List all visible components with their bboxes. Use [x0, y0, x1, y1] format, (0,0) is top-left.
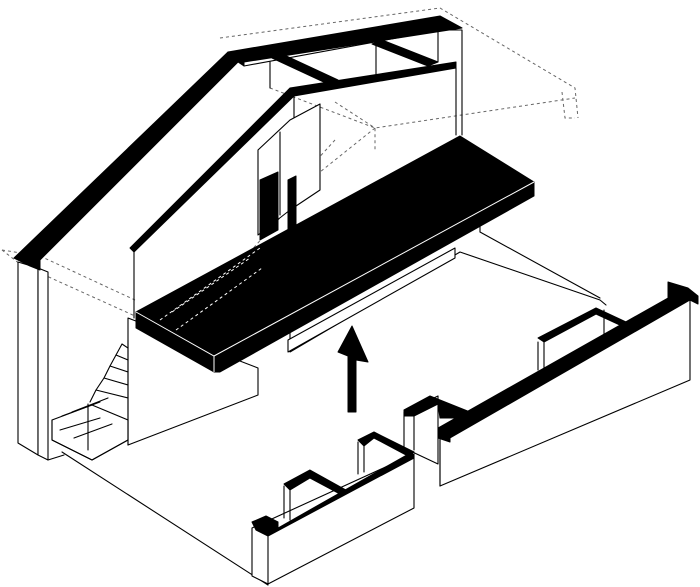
up-arrow	[337, 325, 369, 413]
staircase	[51, 339, 129, 461]
front-right-wall	[403, 281, 699, 487]
front-left-wall	[251, 431, 415, 585]
mezzanine-slab	[135, 135, 535, 373]
roof-rafters	[13, 15, 463, 319]
